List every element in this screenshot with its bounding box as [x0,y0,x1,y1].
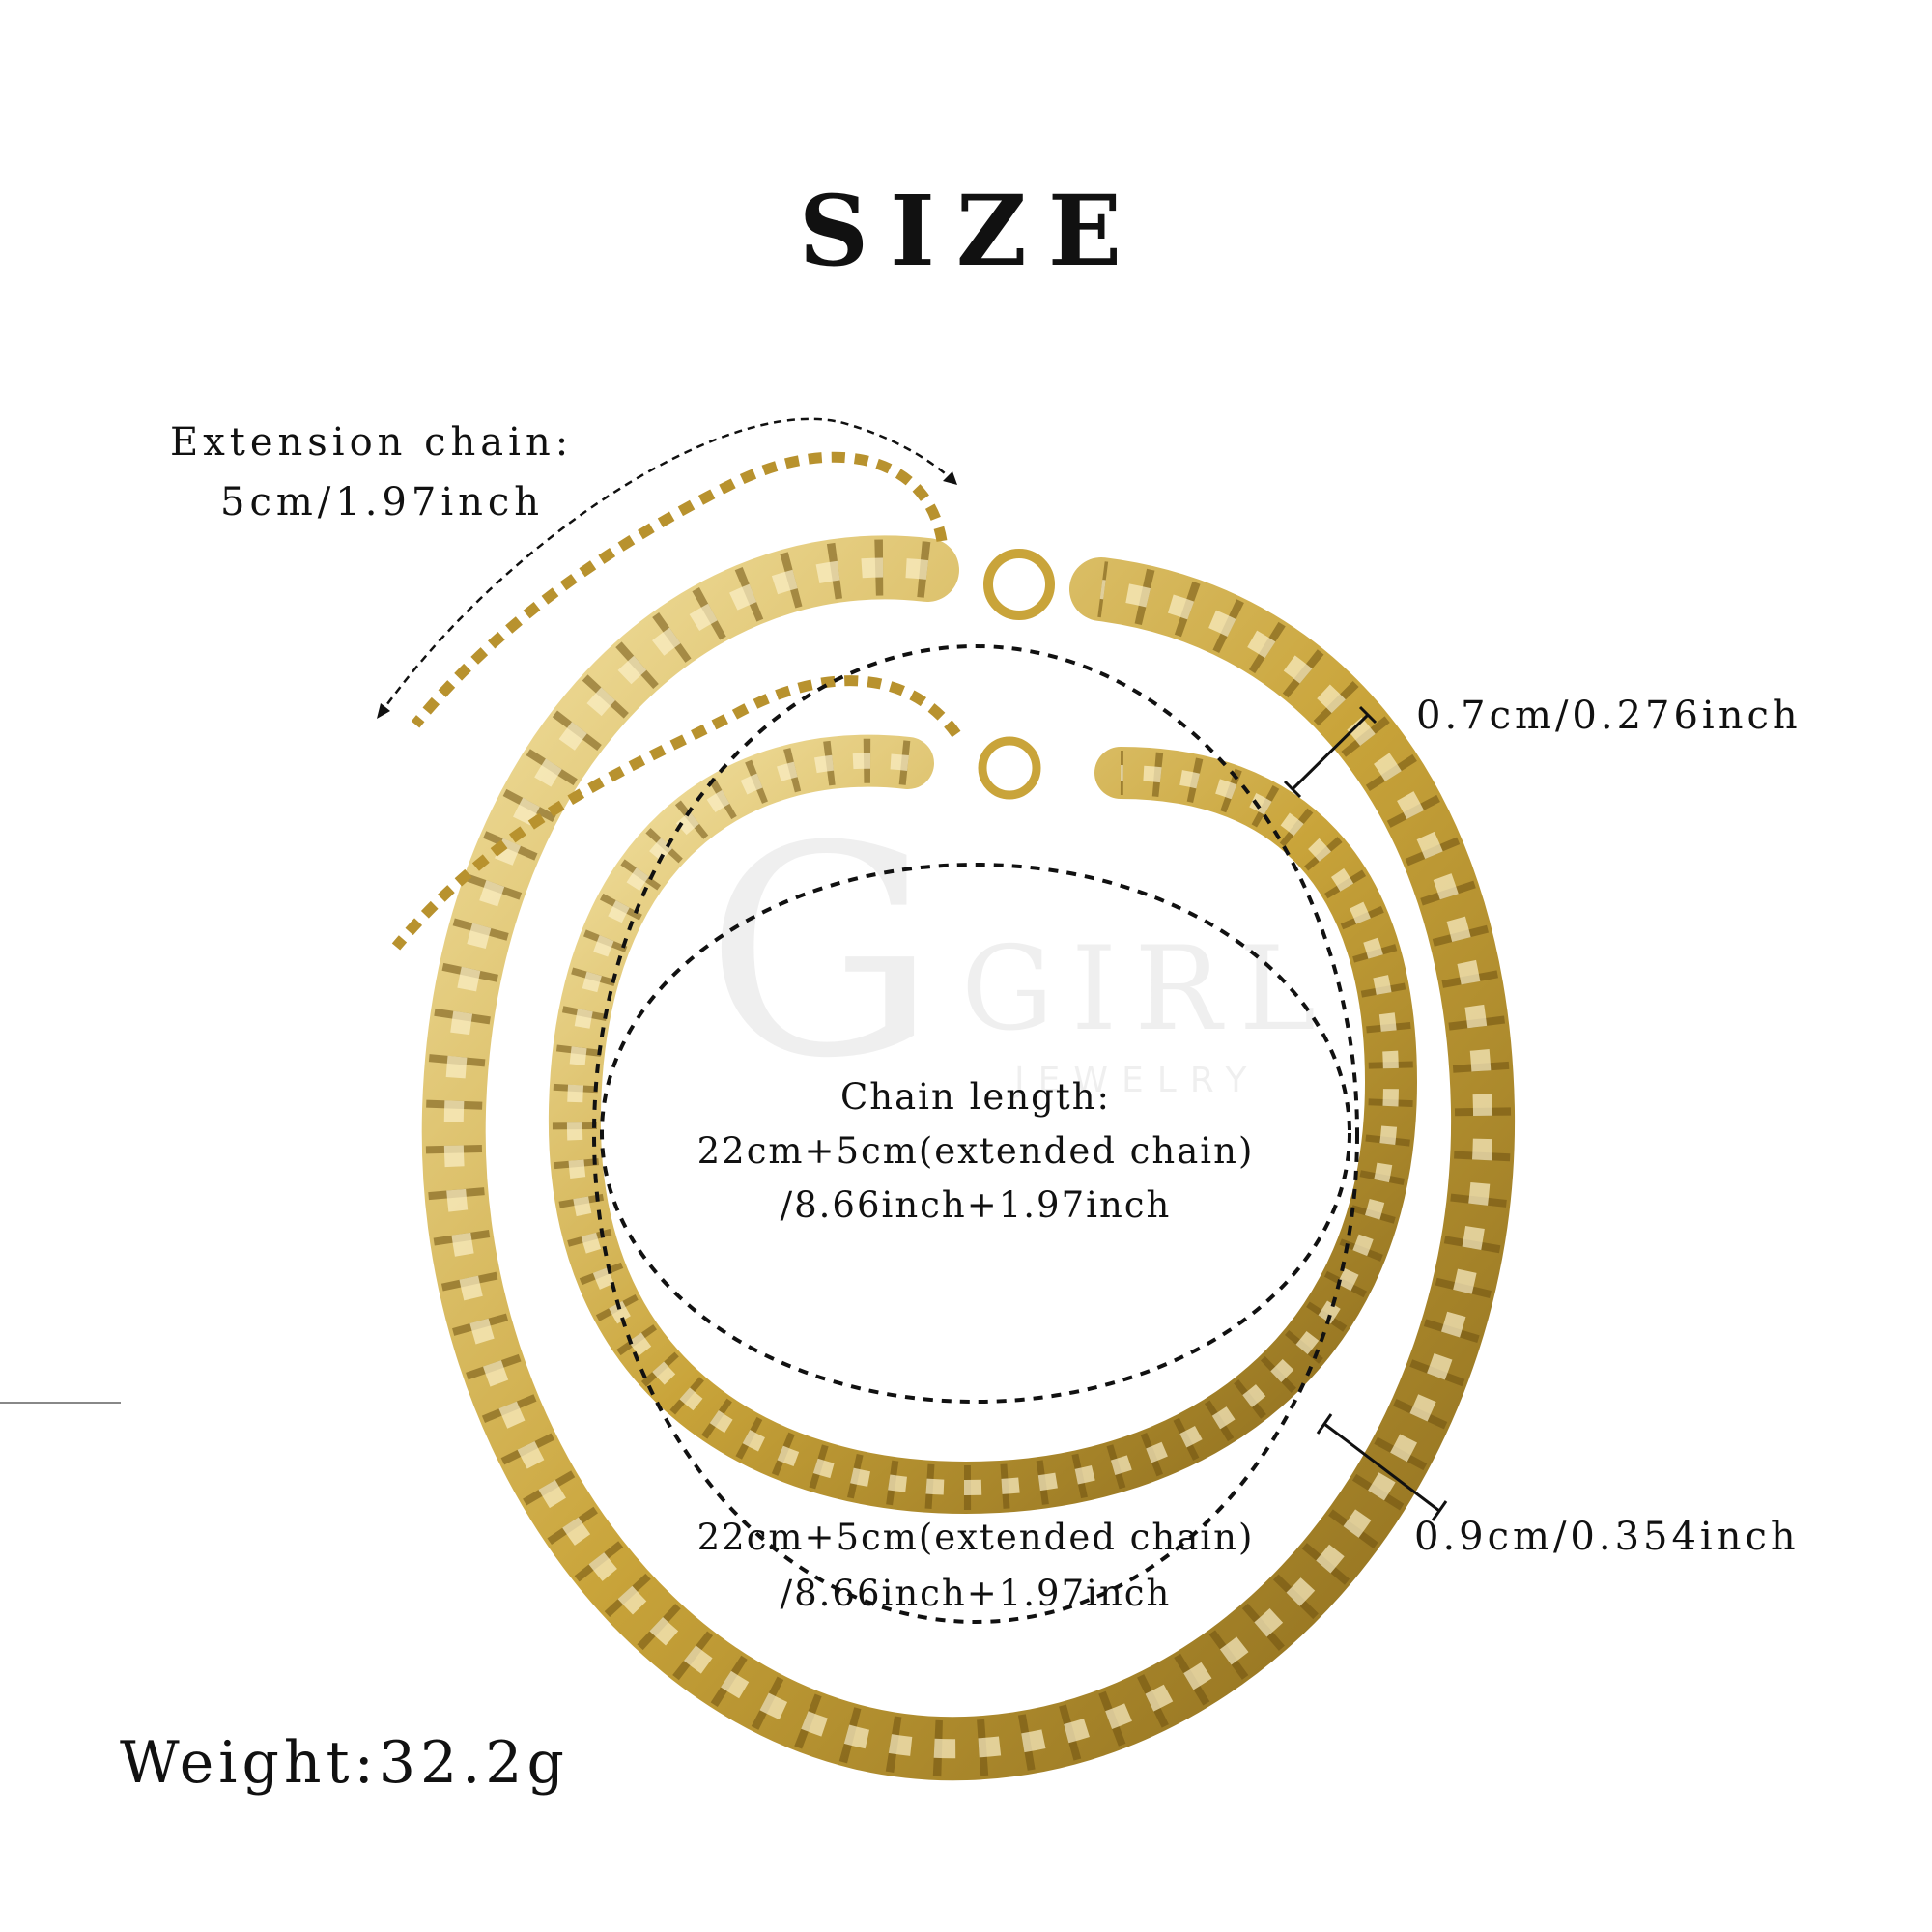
lower-length-inch: /8.66inch+1.97inch [780,1573,1172,1614]
extension-chain-value: 5cm/1.97inch [220,480,545,525]
svg-text:GIRL: GIRL [961,923,1333,1057]
length-ellipse-inner [600,863,1351,1404]
extension-chain-inner [391,675,961,951]
lower-length-cm: 22cm+5cm(extended chain) [696,1517,1255,1558]
page-title: SIZE [798,174,1144,288]
wide-width-label: 0.9cm/0.354inch [1414,1515,1800,1559]
extension-chain-outer [411,451,948,728]
watermark-logo: G GIRL JEWELRY [705,784,1333,1122]
extension-arrow [378,417,958,716]
chain-length-inch: /8.66inch+1.97inch [780,1184,1172,1226]
clasp-inner [978,736,1041,800]
chain-length-label: Chain length: [839,1076,1112,1118]
narrow-width-label: 0.7cm/0.276inch [1416,694,1802,738]
divider-line [0,1402,121,1404]
arrow-head-right-icon [943,471,957,485]
width-marker-narrow [1283,705,1378,799]
clasp-outer [983,549,1055,620]
arrow-head-left-icon [377,703,390,719]
svg-text:G: G [705,784,937,1122]
weight-label: Weight:32.2g [120,1729,569,1797]
extension-chain-label: Extension chain: [170,420,574,465]
inner-bracelet [548,734,1418,1515]
width-marker-wide [1316,1413,1448,1521]
length-ellipse-outer [592,644,1359,1624]
chain-length-cm: 22cm+5cm(extended chain) [696,1130,1255,1172]
svg-text:JEWELRY: JEWELRY [1012,1061,1260,1100]
